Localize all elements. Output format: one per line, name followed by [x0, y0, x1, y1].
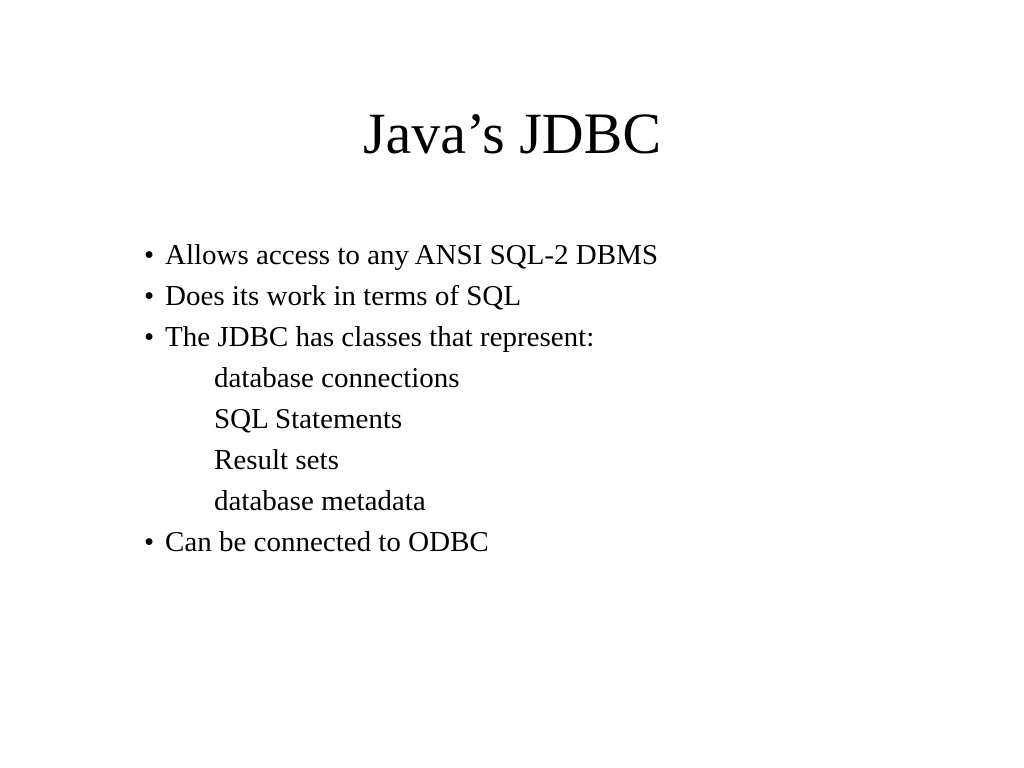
sub-item-text: Result sets	[214, 444, 339, 476]
bullet-text: The JDBC has classes that represent:	[165, 321, 595, 353]
bullet-marker: •	[144, 526, 155, 558]
bullet-item: • The JDBC has classes that represent:	[144, 317, 658, 358]
sub-item: database connections	[144, 358, 658, 399]
bullet-text: Does its work in terms of SQL	[165, 280, 522, 312]
sub-item: Result sets	[144, 440, 658, 481]
sub-item-text: database connections	[214, 362, 460, 394]
bullet-list: • Allows access to any ANSI SQL-2 DBMS • D…	[144, 235, 658, 563]
bullet-marker: •	[144, 239, 155, 271]
bullet-text: Allows access to any ANSI SQL-2 DBMS	[165, 239, 658, 271]
bullet-marker: •	[144, 321, 155, 353]
bullet-item: • Does its work in terms of SQL	[144, 276, 658, 317]
sub-item-text: database metadata	[214, 485, 426, 517]
bullet-text: Can be connected to ODBC	[165, 526, 489, 558]
sub-item: database metadata	[144, 481, 658, 522]
sub-item-text: SQL Statements	[214, 403, 403, 435]
bullet-item: • Allows access to any ANSI SQL-2 DBMS	[144, 235, 658, 276]
bullet-item: • Can be connected to ODBC	[144, 522, 658, 563]
slide-title: Java’s JDBC	[362, 101, 662, 166]
bullet-marker: •	[144, 280, 155, 312]
sub-item: SQL Statements	[144, 399, 658, 440]
